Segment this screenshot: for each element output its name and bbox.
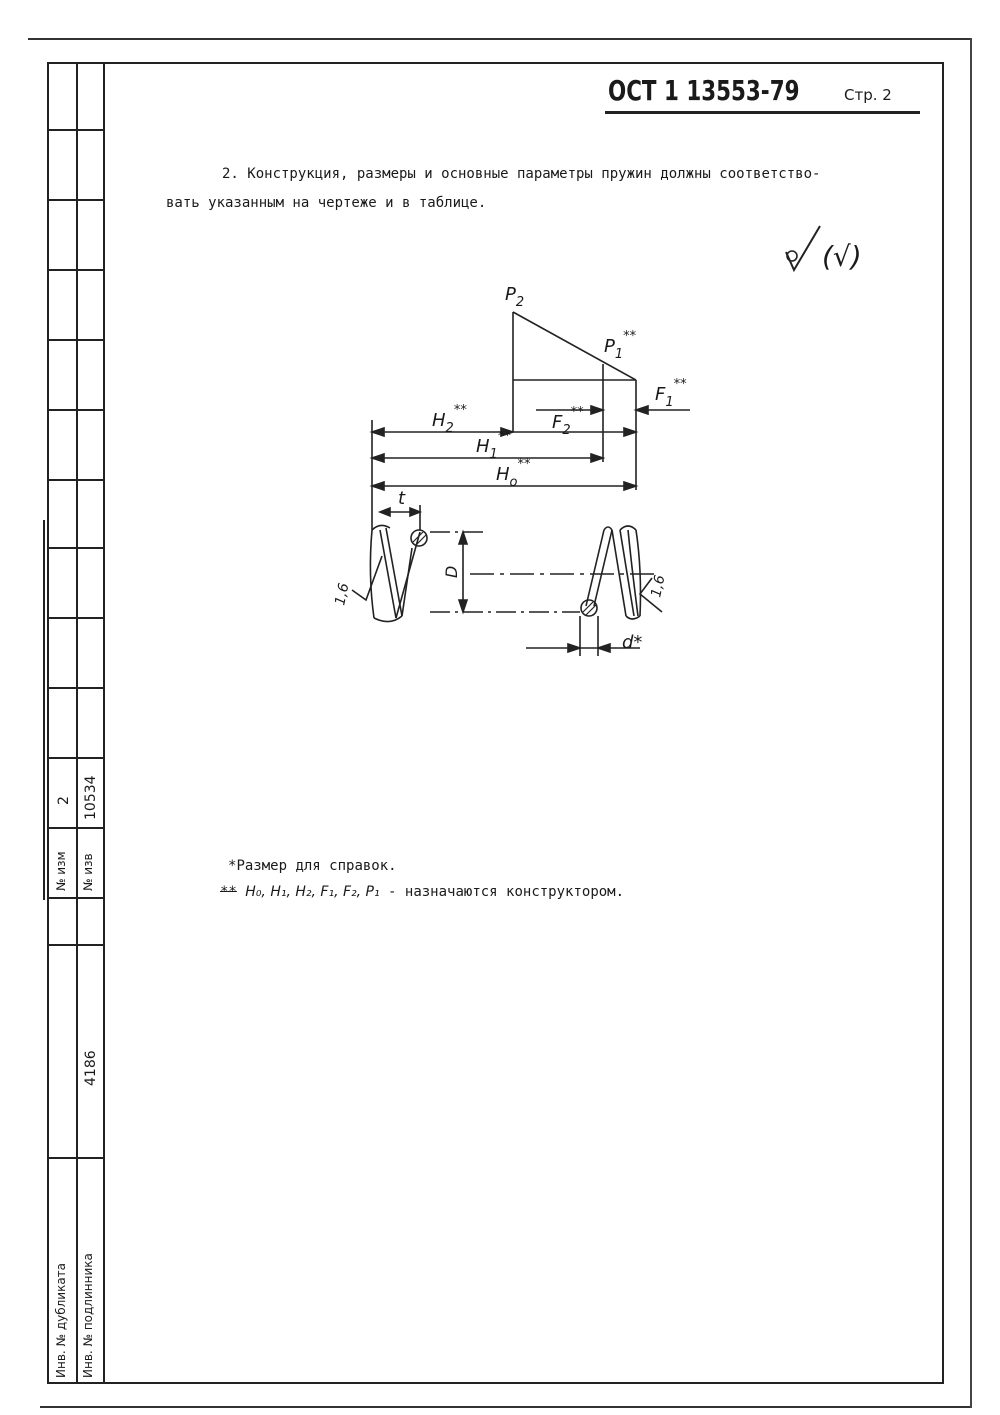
note-2-text: - назначаются конструктором. — [379, 884, 625, 900]
roughness-symbol: (√) — [785, 225, 862, 273]
side-col-divider-1 — [76, 62, 78, 1384]
label-D: D — [442, 566, 461, 578]
label-rough-left: 1,6 — [332, 582, 352, 607]
right-coil-2 — [611, 529, 627, 617]
right-coil-1 — [585, 529, 605, 607]
left-coil-1 — [379, 529, 421, 619]
label-rough-right: 1,6 — [648, 574, 668, 599]
force-slope-line — [512, 311, 637, 381]
section-paragraph: 2. Конструкция, размеры и основные парам… — [166, 160, 896, 218]
label-p1: P1** — [604, 329, 637, 362]
left-coil-2 — [385, 527, 413, 617]
bottom-edge-line — [40, 1406, 970, 1408]
note-1: *Размер для справок. — [228, 858, 397, 874]
wire-section-bottom — [580, 599, 598, 617]
note-2-marker: ** — [220, 884, 237, 900]
left-coil-outer — [369, 529, 375, 619]
f2-arrowhead — [590, 404, 606, 416]
label-h1: H1** — [476, 429, 511, 462]
document-code: ОСТ 1 13553-79 — [608, 74, 800, 107]
paragraph-line-1: 2. Конструкция, размеры и основные парам… — [222, 166, 821, 182]
rough-mark-left — [351, 555, 383, 602]
top-edge-line — [28, 38, 972, 40]
label-t: t — [398, 488, 406, 509]
note-2: ** H₀, H₁, H₂, F₁, F₂, P₁ - назначаются … — [220, 884, 624, 900]
note-1-marker: * — [228, 858, 237, 874]
paragraph-line-2: вать указанным на чертеже и в таблице. — [166, 195, 487, 211]
label-p2: P2 — [505, 284, 524, 310]
right-edge-line — [970, 38, 972, 1408]
label-h2: H2** — [432, 403, 467, 436]
note-2-symbols: H₀, H₁, H₂, F₁, F₂, P₁ — [245, 884, 380, 900]
page-number: Стр. 2 — [844, 86, 892, 104]
f1-arrowhead — [633, 404, 649, 416]
side-col-divider-2 — [103, 62, 105, 1384]
wire-section-top — [410, 529, 428, 547]
header-underline — [605, 111, 920, 114]
label-d: d* — [622, 632, 642, 653]
label-h0: Ho** — [496, 457, 531, 490]
page-frame — [47, 62, 944, 1384]
note-1-text: Размер для справок. — [236, 858, 397, 874]
rough-mark-right — [638, 577, 663, 613]
roughness-paren: (√) — [822, 240, 862, 273]
label-f2: F2** — [552, 405, 584, 438]
label-f1: F1** — [655, 377, 687, 410]
